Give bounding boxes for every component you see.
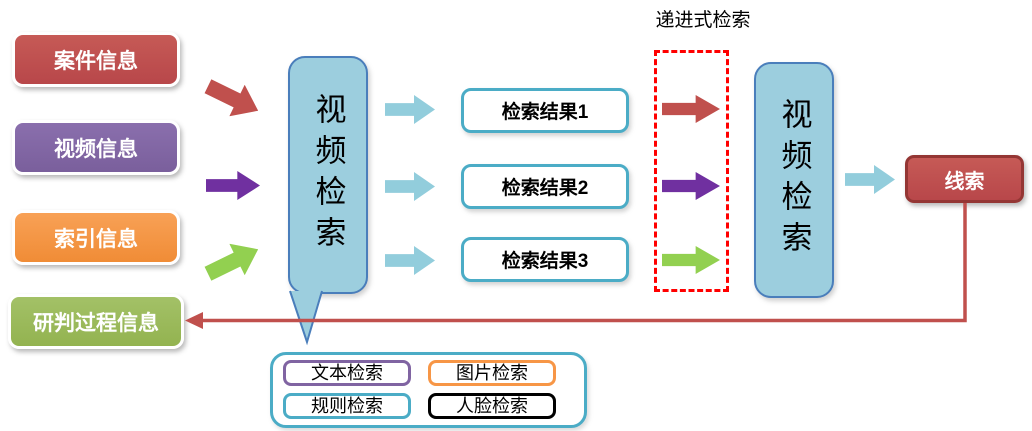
node-analysis-process-info: 研判过程信息 [8,294,184,349]
node-video-info-label: 视频信息 [54,137,138,161]
arrow-index-to-stage1-icon [200,233,266,289]
arrow-stage1-to-result3-icon [385,246,435,275]
arrow-stage2-to-clue-icon [845,165,895,194]
node-result-2-label: 检索结果2 [501,178,589,199]
progressive-retrieval-label: 递进式检索 [655,10,751,31]
retrieval-methods-group: 文本检索 图片检索 规则检索 人脸检索 [270,352,587,428]
node-video-retrieval-2: 视频检索 [754,62,834,298]
node-case-info-label: 案件信息 [54,49,138,73]
node-result-1-label: 检索结果1 [501,102,589,123]
node-result-1: 检索结果1 [461,88,629,133]
arrow-stage1-to-result1-icon [385,95,435,124]
node-result-3-label: 检索结果3 [501,251,589,272]
node-video-info: 视频信息 [12,120,180,175]
node-rule-retrieval-label: 规则检索 [311,396,383,416]
node-case-info: 案件信息 [12,32,180,87]
node-face-retrieval-label: 人脸检索 [456,396,528,416]
node-image-retrieval: 图片检索 [428,360,556,386]
node-text-retrieval-label: 文本检索 [311,363,383,383]
node-index-info: 索引信息 [12,210,180,265]
node-clue-label: 线索 [944,170,985,193]
node-clue: 线索 [905,155,1024,203]
node-video-retrieval-1: 视频检索 [288,56,368,294]
arrow-video-to-stage1-icon [206,171,260,200]
node-text-retrieval: 文本检索 [283,360,411,386]
node-analysis-process-info-label: 研判过程信息 [33,311,159,335]
node-video-retrieval-2-label: 视频检索 [776,98,812,262]
node-result-2: 检索结果2 [461,164,629,209]
arrow-case-to-stage1-icon [200,70,266,126]
node-result-3: 检索结果3 [461,237,629,282]
node-face-retrieval: 人脸检索 [428,393,556,419]
node-video-retrieval-1-label: 视频检索 [310,93,346,257]
arrow-stage1-to-result2-icon [385,172,435,201]
node-image-retrieval-label: 图片检索 [456,363,528,383]
stage1-callout-tail-icon [289,290,323,346]
node-index-info-label: 索引信息 [54,227,138,251]
node-rule-retrieval: 规则检索 [283,393,411,419]
feedback-arrowhead-icon [185,312,203,329]
